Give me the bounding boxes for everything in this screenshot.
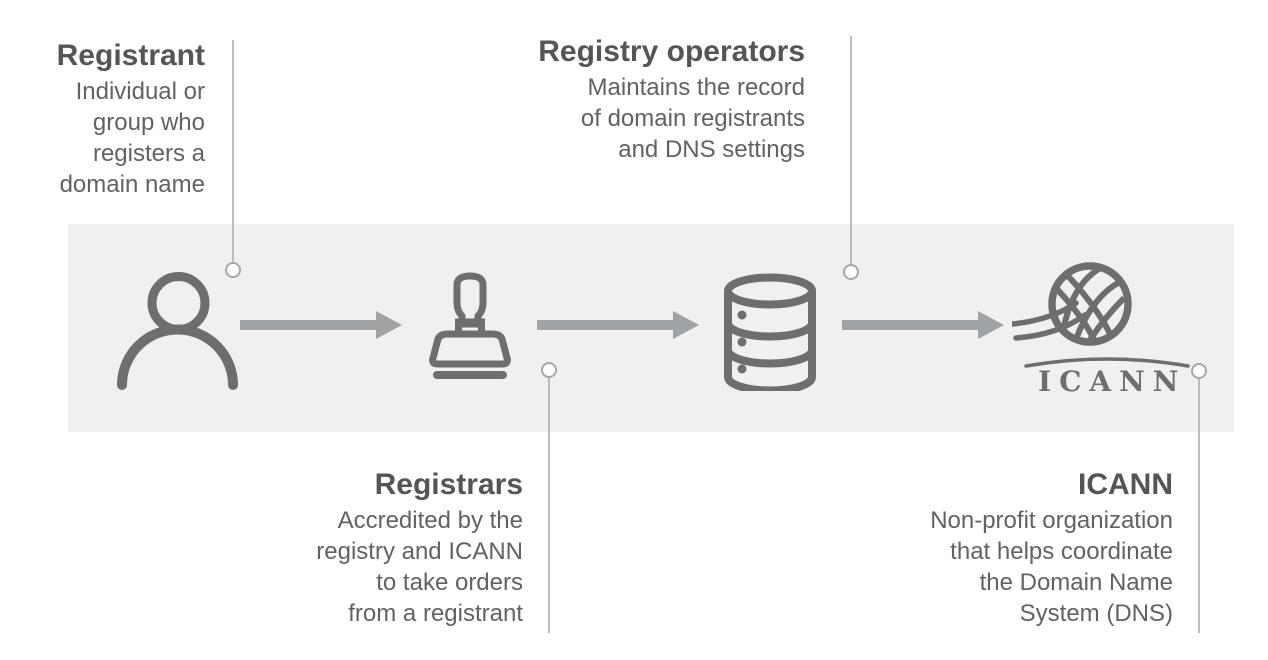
connector-line-registrant (232, 40, 234, 262)
callout-icann-title: ICANN (1078, 468, 1173, 501)
connector-dot-registry-operators (843, 264, 859, 280)
callout-line: Non-profit organization (930, 507, 1173, 534)
callout-line: that helps coordinate (950, 538, 1173, 565)
callout-line: group who (92, 109, 205, 136)
person-icon (117, 272, 238, 390)
connector-line-registrars (548, 378, 550, 633)
connector-dot-registrant (225, 262, 241, 278)
callout-line: of domain registrants (580, 105, 805, 132)
connector-dot-icann (1191, 363, 1207, 379)
callout-line: Maintains the record (587, 74, 805, 101)
callout-registrars-title: Registrars (374, 468, 523, 501)
flow-arrow-1 (240, 311, 402, 339)
callout-line: registers a (92, 140, 205, 167)
callout-line: and DNS settings (618, 136, 805, 163)
stamp-icon (429, 272, 511, 379)
flow-arrow-3 (842, 311, 1004, 339)
callout-line: Individual or (75, 78, 205, 105)
callout-line: to take orders (376, 569, 523, 596)
callout-registry-operators: Registry operators Maintains the record … (538, 34, 805, 165)
callout-icann: ICANN Non-profit organization that helps… (930, 467, 1173, 629)
callout-line: registry and ICANN (316, 538, 523, 565)
callout-line: domain name (59, 171, 205, 198)
flow-arrow-2 (537, 311, 699, 339)
connector-line-icann (1198, 379, 1200, 633)
callout-registrant: Registrant Individual or group who regis… (57, 38, 205, 200)
callout-line: Accredited by the (337, 507, 523, 534)
callout-line: System (DNS) (1019, 600, 1173, 627)
connector-dot-registrars (541, 362, 557, 378)
callout-line: the Domain Name (979, 569, 1173, 596)
icann-globe-logo (1012, 262, 1190, 368)
database-icon (724, 273, 816, 391)
icann-wordmark: ICANN (1038, 365, 1187, 398)
connector-line-registry-operators (850, 36, 852, 264)
callout-registry-operators-title: Registry operators (538, 35, 805, 68)
callout-registrars: Registrars Accredited by the registry an… (316, 467, 523, 629)
callout-line: from a registrant (348, 600, 523, 627)
callout-registrant-title: Registrant (56, 39, 205, 72)
